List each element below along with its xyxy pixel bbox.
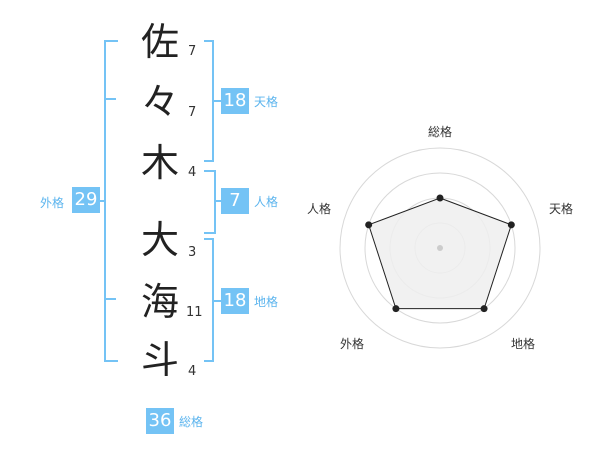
gaikaku-bracket-tick-bottom <box>104 298 116 300</box>
soukaku-value: 36 <box>146 408 174 434</box>
jinkaku-label: 人格 <box>254 195 279 209</box>
radar-polygon <box>368 197 512 310</box>
name-char-2: 々 <box>140 80 179 124</box>
radar-center-dot <box>437 245 443 251</box>
stroke-count-1: 7 <box>188 44 197 59</box>
tenkaku-value: 18 <box>221 88 249 114</box>
jinkaku-value: 7 <box>221 188 249 214</box>
radar-label-gaikaku: 外格 <box>340 337 365 351</box>
radar-point-right <box>507 221 515 229</box>
radar-label-chikaku: 地格 <box>511 337 536 351</box>
chikaku-label: 地格 <box>254 295 279 309</box>
radar-grid-ring <box>364 172 516 324</box>
radar-label-tenkaku: 天格 <box>549 202 574 216</box>
radar-grid-ring <box>339 147 541 349</box>
chikaku-connector <box>214 300 221 302</box>
name-char-5: 海 <box>140 280 179 324</box>
name-char-4: 大 <box>140 218 179 262</box>
radar-label-soukaku: 総格 <box>428 125 453 139</box>
gaikaku-value: 29 <box>72 187 100 213</box>
soukaku-label: 総格 <box>179 415 204 429</box>
stroke-count-5: 11 <box>186 305 203 320</box>
stroke-count-4: 3 <box>188 245 197 260</box>
radar-point-left <box>365 221 373 229</box>
gaikaku-label: 外格 <box>40 196 65 210</box>
chikaku-bracket <box>204 238 214 362</box>
jinkaku-connector <box>216 200 221 202</box>
tenkaku-label: 天格 <box>254 95 279 109</box>
gaikaku-connector <box>98 200 104 202</box>
name-char-6: 斗 <box>140 338 179 382</box>
jinkaku-bracket <box>204 170 216 234</box>
chikaku-value: 18 <box>221 288 249 314</box>
tenkaku-connector <box>214 100 221 102</box>
radar-point-bottom-left <box>392 305 400 313</box>
radar-point-bottom-right <box>480 305 488 313</box>
gaikaku-bracket-tick-top <box>104 98 116 100</box>
gaikaku-bracket <box>104 40 118 362</box>
name-char-3: 木 <box>140 141 179 185</box>
tenkaku-bracket <box>204 40 214 162</box>
stroke-count-3: 4 <box>188 165 197 180</box>
radar-point-top <box>436 194 444 202</box>
stroke-count-2: 7 <box>188 105 197 120</box>
radar-label-jinkaku: 人格 <box>307 202 332 216</box>
stroke-count-6: 4 <box>188 364 197 379</box>
name-char-1: 佐 <box>140 20 179 64</box>
